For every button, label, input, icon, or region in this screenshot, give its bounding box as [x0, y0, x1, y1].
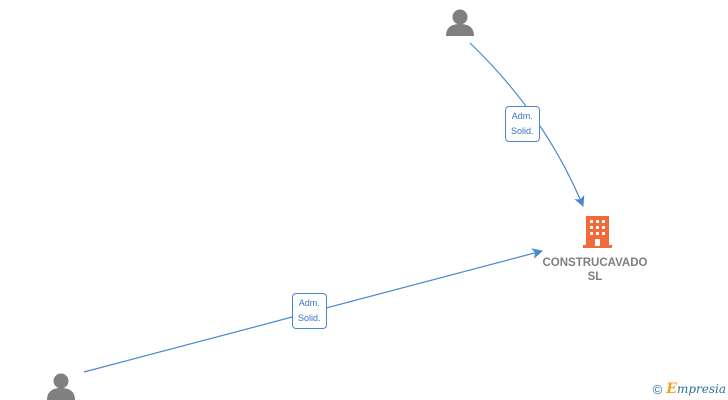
edge-label-top[interactable]: Adm. Solid.: [505, 106, 540, 142]
edge-label-role-line2: Solid.: [511, 126, 534, 136]
building-icon[interactable]: [583, 216, 612, 248]
edge-label-role-line1: Adm.: [298, 298, 320, 308]
person-icon[interactable]: [47, 373, 75, 400]
person-icon[interactable]: [446, 9, 474, 37]
brand-initial: E: [666, 381, 677, 397]
company-name-line1: CONSTRUCAVADO: [542, 257, 648, 269]
copyright-icon: ©: [652, 381, 663, 397]
company-name-line2: SL: [587, 271, 603, 283]
empresia-watermark: © E mpresia: [653, 380, 726, 398]
brand-name: mpresia: [676, 382, 726, 396]
edge-label-bottom[interactable]: Adm. Solid.: [292, 293, 327, 329]
edge-label-role-line2: Solid.: [298, 313, 321, 323]
edge-label-role-line1: Adm.: [511, 111, 533, 121]
company-name[interactable]: CONSTRUCAVADO SL: [530, 256, 660, 284]
